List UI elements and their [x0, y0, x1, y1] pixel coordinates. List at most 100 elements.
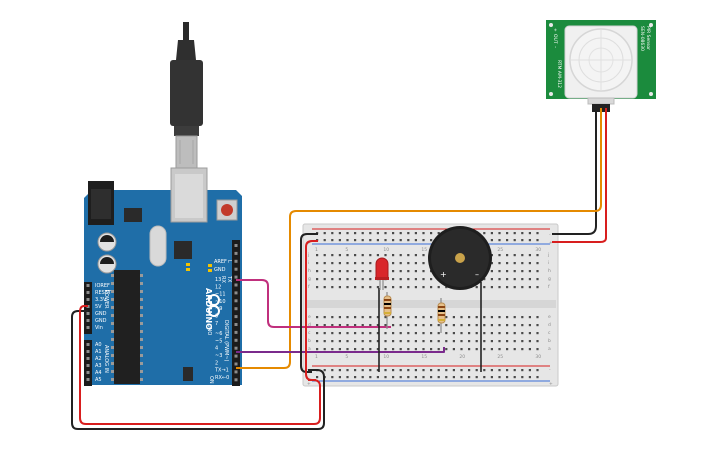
- rail-plus-bottom-left: +: [307, 381, 311, 387]
- digital-pin-label: 13: [215, 277, 221, 283]
- red-led: [375, 257, 389, 290]
- row-letter: e: [308, 315, 311, 320]
- pir-pin-out: OUT: [552, 34, 558, 44]
- row-letter: h: [308, 268, 311, 274]
- analog-in-label: ANALOG IN: [103, 345, 109, 373]
- rx-label: RX: [220, 276, 226, 283]
- digital-pin-label: ~9: [215, 306, 222, 312]
- pir-left-text: PIR Sensor: [645, 26, 651, 50]
- aref-label: AREF: [214, 259, 227, 265]
- digital-pin-label: 4: [215, 346, 218, 352]
- row-letter: b: [548, 338, 551, 344]
- col-number: 5: [345, 354, 348, 360]
- gnd-top-label: GND: [214, 267, 226, 273]
- usb-cable: [170, 22, 203, 169]
- power-label: POWER: [103, 290, 109, 309]
- model-label: UNO: [206, 324, 212, 335]
- rail-minus-top-right: -: [549, 233, 551, 238]
- wire-rail-vcc-left: [305, 240, 318, 381]
- col-number: 30: [535, 247, 541, 253]
- digital-pin-label: 2: [215, 360, 218, 366]
- rail-plus-top-left: +: [307, 240, 311, 246]
- pir-pin-minus: –: [552, 46, 557, 49]
- buzzer-minus-label: –: [475, 270, 479, 279]
- analog-pin-label: A5: [95, 377, 102, 383]
- col-number: 1: [315, 354, 318, 360]
- tx-label: TX: [226, 275, 232, 283]
- row-letter: j: [547, 252, 549, 258]
- wire-rail-gnd-left: [300, 233, 318, 373]
- analog-pin-label: A0: [95, 342, 102, 348]
- buzzer-plus-label: +: [440, 270, 447, 279]
- row-letter: h: [548, 268, 551, 274]
- arduino-uno-board: ARDUINO UNO TX RX ON L DIGITAL (PWM~) PO…: [84, 167, 242, 386]
- rail-plus-top-right: +: [549, 240, 553, 246]
- row-letter: a: [548, 347, 551, 352]
- resistor-led: [383, 292, 392, 329]
- crystal: [149, 225, 167, 267]
- gnd2-label: GND: [95, 318, 107, 324]
- rail-minus-bottom-right: -: [549, 368, 551, 373]
- vin-label: Vin: [95, 325, 103, 331]
- on-label: ON: [208, 376, 214, 384]
- wire-pir-ground: [552, 108, 597, 235]
- wire-pin12: [236, 279, 391, 328]
- rail-plus-bottom-right: +: [549, 381, 553, 387]
- piezo-buzzer: + –: [428, 226, 492, 290]
- digital-pin-label: ~5: [215, 338, 222, 344]
- gnd1-label: GND: [95, 311, 107, 317]
- 5v-label: 5V: [95, 304, 102, 310]
- analog-pin-label: A4: [95, 370, 102, 376]
- row-letter: i: [548, 260, 549, 266]
- pir-pin-plus: +: [552, 28, 558, 32]
- row-letter: c: [548, 331, 551, 336]
- digital-pin-label: 12: [215, 284, 221, 290]
- atmega-chip: [114, 270, 140, 384]
- row-letter: f: [548, 284, 550, 290]
- col-number: 10: [383, 354, 389, 360]
- row-letter: e: [548, 315, 551, 320]
- row-letter: g: [308, 277, 311, 282]
- digital-header: [232, 240, 240, 386]
- col-number: 1: [315, 247, 318, 253]
- col-number: 25: [497, 354, 503, 360]
- row-letter: f: [308, 284, 310, 290]
- digital-pin-label: ~10: [215, 299, 226, 305]
- col-number: 15: [421, 247, 427, 253]
- row-letter: i: [308, 260, 309, 266]
- row-letter: d: [548, 322, 551, 328]
- digital-pin-label: ~11: [215, 292, 226, 298]
- ioref-label: IOREF: [95, 283, 110, 289]
- digital-pin-label: TX→1: [214, 368, 229, 374]
- row-letter: d: [308, 322, 311, 328]
- col-number: 15: [421, 354, 427, 360]
- wire-gnd: [71, 310, 325, 430]
- wire-5v: [79, 305, 321, 425]
- pir-right-text: RTM AM‐312: [556, 60, 562, 88]
- wire-pir-out: [236, 108, 602, 369]
- row-letter: c: [308, 331, 311, 336]
- row-letter: a: [308, 347, 311, 352]
- wire-pir-vcc: [552, 108, 607, 243]
- 3v3-label: 3.3V: [95, 297, 107, 303]
- col-number: 10: [383, 247, 389, 253]
- col-number: 20: [459, 354, 465, 360]
- rail-minus-top-left: -: [307, 233, 309, 238]
- digital-pin-label: ~6: [215, 331, 222, 337]
- wires: [71, 108, 607, 430]
- digital-pwm-label: DIGITAL (PWM~): [223, 320, 229, 362]
- digital-pin-label: 8: [215, 314, 218, 320]
- resistor-buzzer: [437, 298, 446, 333]
- analog-pin-label: A1: [95, 349, 102, 355]
- col-number: 25: [497, 247, 503, 253]
- analog-pin-label: A2: [95, 356, 102, 362]
- row-letter: j: [307, 252, 309, 258]
- digital-pin-label: ~3: [215, 353, 222, 359]
- digital-pin-label: 7: [215, 321, 218, 327]
- analog-pin-label: A3: [95, 363, 102, 369]
- digital-pin-label: RX←0: [215, 375, 229, 381]
- row-letter: g: [548, 277, 551, 282]
- l-label: L: [226, 260, 232, 263]
